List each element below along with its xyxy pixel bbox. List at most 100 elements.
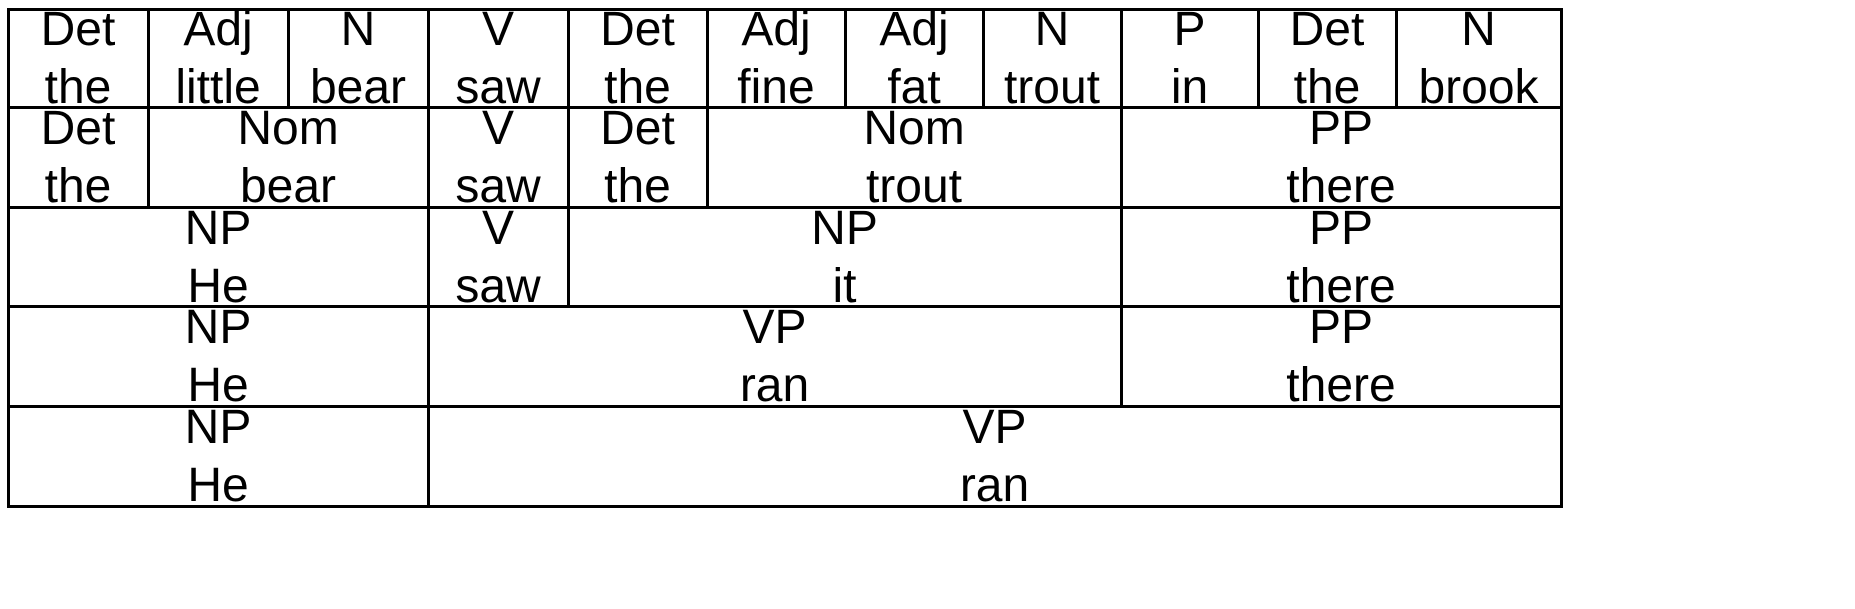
column-divider <box>427 206 430 308</box>
category-label: N <box>1461 3 1496 56</box>
column-divider <box>1120 106 1123 209</box>
category-label: NP <box>184 401 252 454</box>
column-divider <box>1560 305 1563 408</box>
column-divider <box>7 8 10 109</box>
column-divider <box>706 106 709 209</box>
column-divider <box>1257 8 1260 109</box>
column-divider <box>7 206 10 308</box>
column-divider <box>706 8 709 109</box>
word-label: in <box>1170 61 1209 114</box>
word-label: ran <box>959 459 1030 512</box>
category-label: P <box>1173 3 1206 56</box>
row-divider-3 <box>7 305 1563 308</box>
category-label: N <box>340 3 376 56</box>
category-label: Det <box>1289 3 1365 56</box>
category-label: V <box>481 3 514 56</box>
row-divider-2 <box>7 206 1563 209</box>
column-divider <box>7 305 10 408</box>
word-label: the <box>1293 61 1361 114</box>
word-label: saw <box>455 259 541 313</box>
word-label: the <box>604 160 671 213</box>
column-divider <box>427 106 430 209</box>
category-label: Det <box>600 3 675 56</box>
word-label: the <box>44 61 112 114</box>
column-divider <box>982 8 985 109</box>
word-label: ran <box>739 359 810 412</box>
column-divider <box>1120 8 1123 109</box>
word-label: fat <box>887 61 941 114</box>
column-divider <box>567 8 570 109</box>
category-label: Nom <box>863 102 965 155</box>
category-label: NP <box>811 201 878 255</box>
category-label: Det <box>600 102 675 155</box>
category-label: PP <box>1308 201 1374 255</box>
column-divider <box>844 8 847 109</box>
word-label: the <box>604 61 671 114</box>
column-divider <box>147 106 150 209</box>
word-label: bear <box>239 160 337 213</box>
category-label: Det <box>40 102 116 155</box>
row-divider-1 <box>7 106 1563 109</box>
column-divider <box>427 405 430 508</box>
column-divider <box>147 8 150 109</box>
word-label: He <box>187 359 249 412</box>
category-label: Adj <box>879 3 949 56</box>
row-divider-0 <box>7 8 1563 11</box>
column-divider <box>1560 405 1563 508</box>
category-label: V <box>481 102 514 155</box>
row-divider-4 <box>7 405 1563 408</box>
row-divider-5 <box>7 505 1563 508</box>
word-label: there <box>1286 160 1396 213</box>
category-label: Nom <box>237 102 339 155</box>
column-divider <box>567 106 570 209</box>
column-divider <box>287 8 290 109</box>
category-label: VP <box>742 301 807 354</box>
column-divider <box>427 8 430 109</box>
category-label: PP <box>1308 102 1374 155</box>
column-divider <box>1560 8 1563 109</box>
category-label: Det <box>40 3 116 56</box>
column-divider <box>1120 305 1123 408</box>
word-label: bear <box>309 61 407 114</box>
word-label: saw <box>455 160 541 213</box>
category-label: VP <box>962 401 1027 454</box>
category-label: NP <box>184 201 252 255</box>
word-label: it <box>832 259 857 313</box>
column-divider <box>427 305 430 408</box>
word-label: saw <box>455 61 541 114</box>
category-label: V <box>481 201 514 255</box>
word-label: the <box>44 160 112 213</box>
word-label: He <box>187 459 249 512</box>
word-label: He <box>187 259 249 313</box>
category-label: N <box>1034 3 1070 56</box>
word-label: brook <box>1418 61 1539 114</box>
column-divider <box>1560 106 1563 209</box>
word-label: trout <box>865 160 963 213</box>
column-divider <box>1395 8 1398 109</box>
